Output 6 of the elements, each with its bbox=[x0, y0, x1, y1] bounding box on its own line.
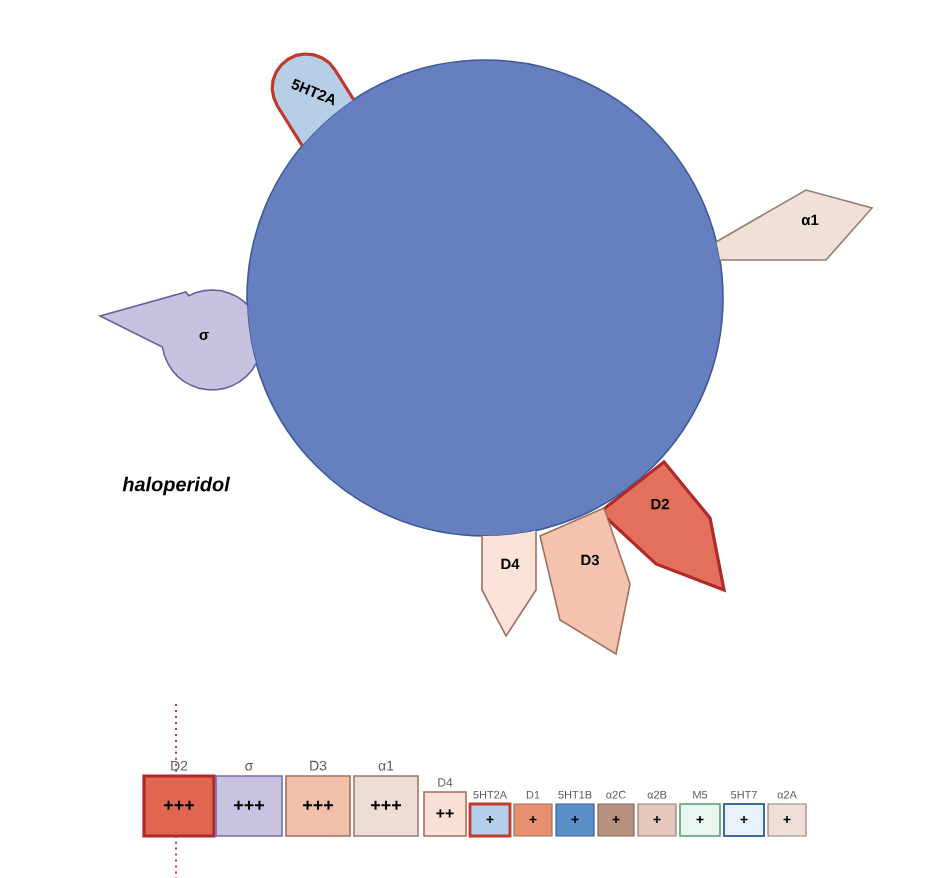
score-cell: +++ bbox=[353, 775, 419, 837]
score-cell: +++ bbox=[285, 775, 351, 837]
drug-circle bbox=[246, 59, 724, 537]
drug-name: haloperidol bbox=[122, 476, 231, 496]
score-cell: +++ bbox=[215, 775, 283, 837]
score-cell: +++ bbox=[142, 774, 216, 838]
